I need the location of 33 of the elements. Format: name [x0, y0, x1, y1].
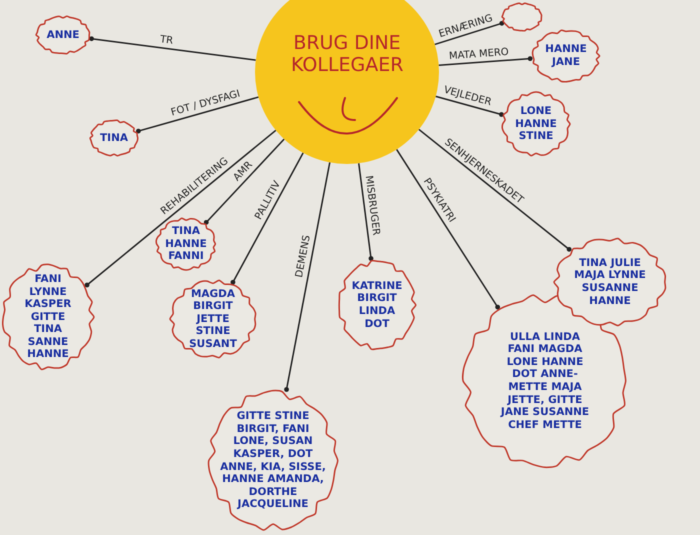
names-list: TINA JULIE MAJA LYNNE SUSANNE HANNE [568, 256, 652, 308]
cloud-shape [500, 1, 544, 33]
connector-line [418, 128, 572, 252]
connector-line [434, 20, 504, 46]
cloud-shape [154, 216, 218, 272]
names-list: FANI LYNNE KASPER GITTE TINA SANNE HANNE [17, 272, 79, 362]
connector-line [396, 149, 500, 310]
connector-line [204, 138, 285, 225]
cloud-shape [168, 278, 258, 360]
connector-line [89, 36, 256, 61]
connector-line [136, 96, 259, 134]
title-text: BRUG DINE KOLLEGAER [291, 33, 403, 77]
names-list: TINA [94, 132, 134, 144]
cloud-shape [0, 262, 96, 372]
cloud-shape [88, 118, 140, 158]
cloud-shape [336, 258, 418, 352]
cloud-shape [552, 236, 668, 328]
names-list: KATRINE BIRGIT LINDA DOT [347, 280, 407, 330]
names-list: TINA HANNE FANNI [163, 225, 209, 263]
names-list: ANNE [43, 28, 83, 42]
cloud-shape [206, 388, 340, 533]
cloud-shape [530, 28, 602, 84]
connector-line [358, 163, 374, 261]
cloud-shape [34, 14, 92, 56]
connector-line [438, 56, 533, 66]
connector-line [84, 130, 276, 288]
names-list: ULLA LINDA FANI MAGDA LONE HANNE DOT ANNE-METTE MAJA JETTE, GITTE JANE SUSANNE CHEF METTE [497, 330, 593, 432]
names-list: HANNE JANE [541, 43, 591, 69]
names-list: GITTE STINE BIRGIT, FANI LONE, SUSAN KASPER, DOT ANNE, KIA, SISSE, HANNE AMANDA, DORTHE JACQUELINE [220, 410, 326, 511]
connector-line [436, 96, 504, 117]
connector-line [230, 152, 304, 285]
names-list: MAGDA BIRGIT JETTE STINE SUSANT [184, 288, 242, 350]
connector-line [284, 162, 331, 392]
